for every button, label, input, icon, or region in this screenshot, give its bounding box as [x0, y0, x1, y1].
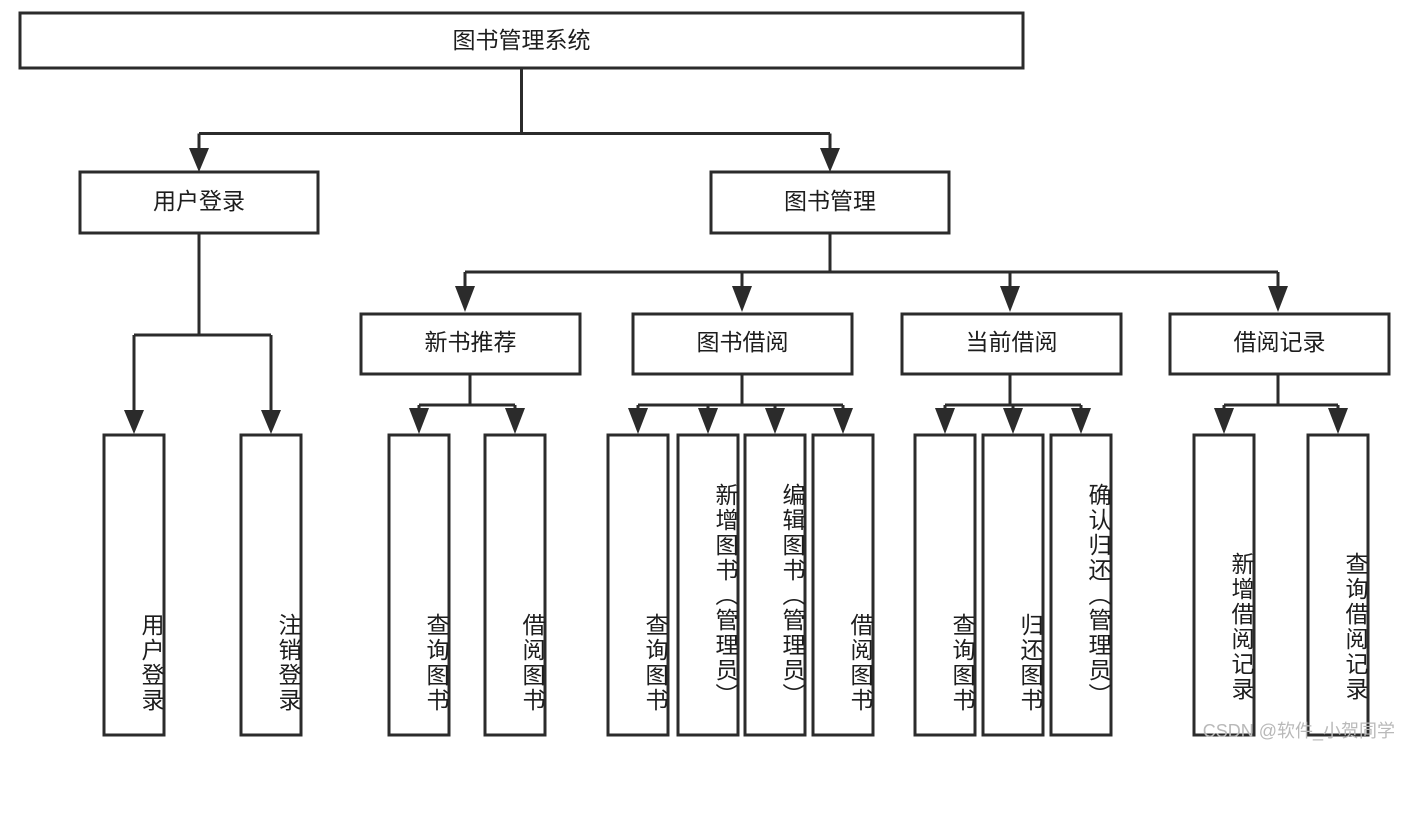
node-box-root[interactable] [18, 11, 1025, 70]
leaf-box-book-borrow-0[interactable] [606, 433, 670, 737]
node-label-book-borrow: 图书借阅 [697, 329, 789, 355]
arrow-current-borrow-leaf-1 [1003, 408, 1023, 434]
node-label-book-manage: 图书管理 [784, 188, 876, 214]
leaf-box-current-borrow-1[interactable] [981, 433, 1045, 737]
node-label-user-login: 用户登录 [153, 188, 245, 214]
arrow-user-login-leaf-1 [261, 410, 281, 434]
leaf-box-borrow-records-0[interactable] [1192, 433, 1256, 737]
leaf-box-borrow-records-1[interactable] [1306, 433, 1370, 737]
diagram-canvas: 图书管理系统 用户登录 图书管理 新书推荐 图书借阅 当前借阅 借阅记录 [18, 11, 1391, 737]
leaf-box-book-borrow-1[interactable] [676, 433, 740, 737]
leaf-box-user-login-1[interactable] [239, 433, 303, 737]
connector-group-book-borrow [628, 374, 853, 434]
node-box-current-borrow[interactable] [900, 312, 1123, 376]
system-structure-diagram: 图书管理系统 用户登录 图书管理 新书推荐 图书借阅 当前借阅 借阅记录 [18, 11, 1395, 741]
connector-group-root [189, 68, 840, 172]
leaf-box-new-book-1[interactable] [483, 433, 547, 737]
leaf-box-current-borrow-2[interactable] [1049, 433, 1113, 737]
connector-group-current-borrow [935, 374, 1091, 434]
arrow-book-borrow-leaf-2 [765, 408, 785, 434]
leaf-box-new-book-0[interactable] [387, 433, 451, 737]
node-label-borrow-records: 借阅记录 [1234, 329, 1326, 355]
node-label-current-borrow: 当前借阅 [966, 329, 1058, 355]
leaf-box-user-login-0[interactable] [102, 433, 166, 737]
arrow-book-manage-to-c0 [455, 286, 475, 312]
arrow-book-borrow-leaf-3 [833, 408, 853, 434]
connector-group-new-book [409, 374, 525, 434]
arrow-root-to-book-manage [820, 148, 840, 172]
connector-group-user-login [124, 233, 281, 434]
leaf-box-current-borrow-0[interactable] [913, 433, 977, 737]
arrow-book-borrow-leaf-1 [698, 408, 718, 434]
arrow-book-manage-to-c3 [1268, 286, 1288, 312]
arrow-borrow-records-leaf-1 [1328, 408, 1348, 434]
connector-group-borrow-records [1214, 374, 1348, 434]
node-box-book-manage[interactable] [709, 170, 951, 235]
node-box-book-borrow[interactable] [631, 312, 854, 376]
node-box-user-login[interactable] [78, 170, 320, 235]
arrow-book-manage-to-c1 [732, 286, 752, 312]
leaf-box-book-borrow-3[interactable] [811, 433, 875, 737]
arrow-current-borrow-leaf-0 [935, 408, 955, 434]
arrow-new-book-leaf-0 [409, 408, 429, 434]
node-box-borrow-records[interactable] [1168, 312, 1391, 376]
connector-group-book-manage [455, 233, 1288, 312]
arrow-root-to-user-login [189, 148, 209, 172]
node-box-new-book-recommend[interactable] [359, 312, 582, 376]
leaf-box-book-borrow-2[interactable] [743, 433, 807, 737]
node-label-root: 图书管理系统 [453, 27, 591, 53]
arrow-book-borrow-leaf-0 [628, 408, 648, 434]
arrow-user-login-leaf-0 [124, 410, 144, 434]
arrow-new-book-leaf-1 [505, 408, 525, 434]
arrow-borrow-records-leaf-0 [1214, 408, 1234, 434]
node-label-new-book-recommend: 新书推荐 [425, 329, 517, 355]
arrow-current-borrow-leaf-2 [1071, 408, 1091, 434]
arrow-book-manage-to-c2 [1000, 286, 1020, 312]
